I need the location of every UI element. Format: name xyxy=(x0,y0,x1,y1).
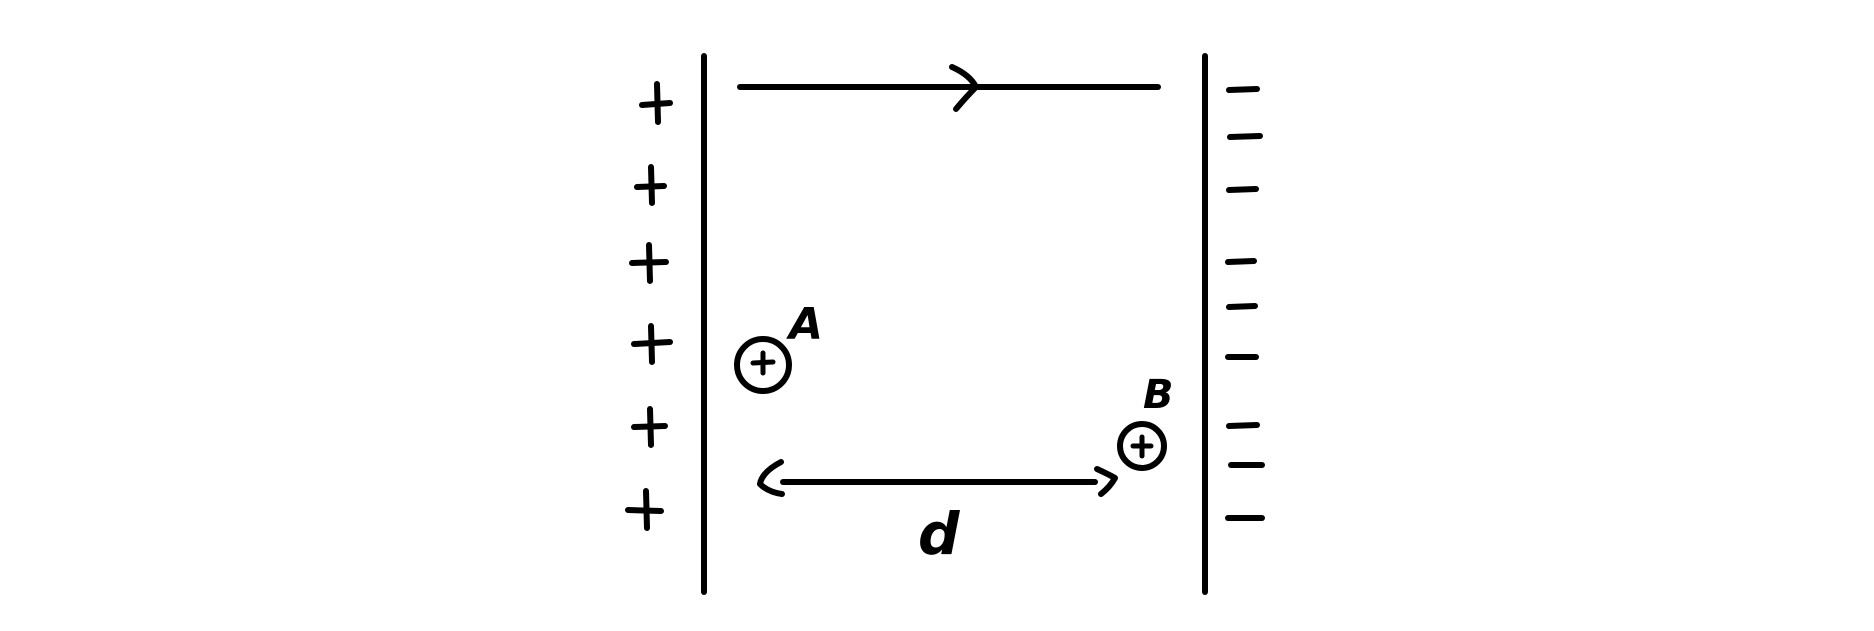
negative-charge xyxy=(1226,86,1260,93)
negative-charge xyxy=(1226,186,1259,193)
field-arrow xyxy=(737,64,1161,112)
negative-charge xyxy=(1227,133,1263,140)
positive-charge xyxy=(629,242,669,284)
negative-charge xyxy=(1226,303,1258,310)
positive-charge xyxy=(639,81,673,125)
positive-charge xyxy=(634,164,667,206)
particle-a-label: A xyxy=(786,299,823,350)
positive-charge xyxy=(631,406,668,448)
distance-label: d xyxy=(918,500,960,568)
right-plate-charges xyxy=(1225,86,1265,521)
positive-charge xyxy=(631,323,673,365)
left-plate-charges xyxy=(625,81,673,531)
negative-charge xyxy=(1226,422,1260,429)
positive-charge xyxy=(625,488,664,531)
negative-charge xyxy=(1225,258,1257,265)
distance-arrow xyxy=(757,459,1118,497)
particle-b-label: B xyxy=(1143,372,1174,418)
particle-b: B xyxy=(1117,372,1174,471)
particle-a: A xyxy=(734,299,823,394)
